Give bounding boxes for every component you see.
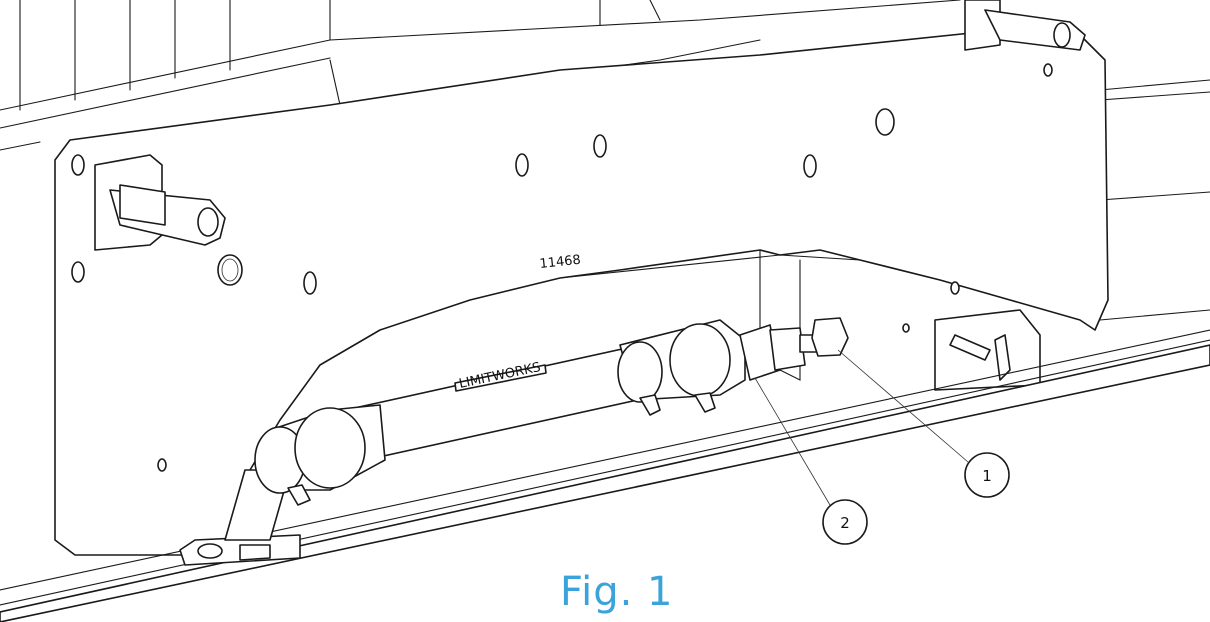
callout-2: 2 — [754, 377, 868, 545]
left-clevis-pin — [94, 154, 226, 251]
callout-2-number: 2 — [840, 514, 850, 532]
damper-cylinder: LIMITWORKS — [179, 317, 849, 566]
part-number-marking: 11468 — [539, 253, 582, 272]
callout-1-number: 1 — [982, 467, 992, 485]
callout-1: 1 — [837, 349, 1010, 498]
figure-caption: Fig. 1 — [560, 569, 674, 615]
bracket-plate — [54, 29, 1109, 556]
right-clevis — [964, 0, 1086, 77]
